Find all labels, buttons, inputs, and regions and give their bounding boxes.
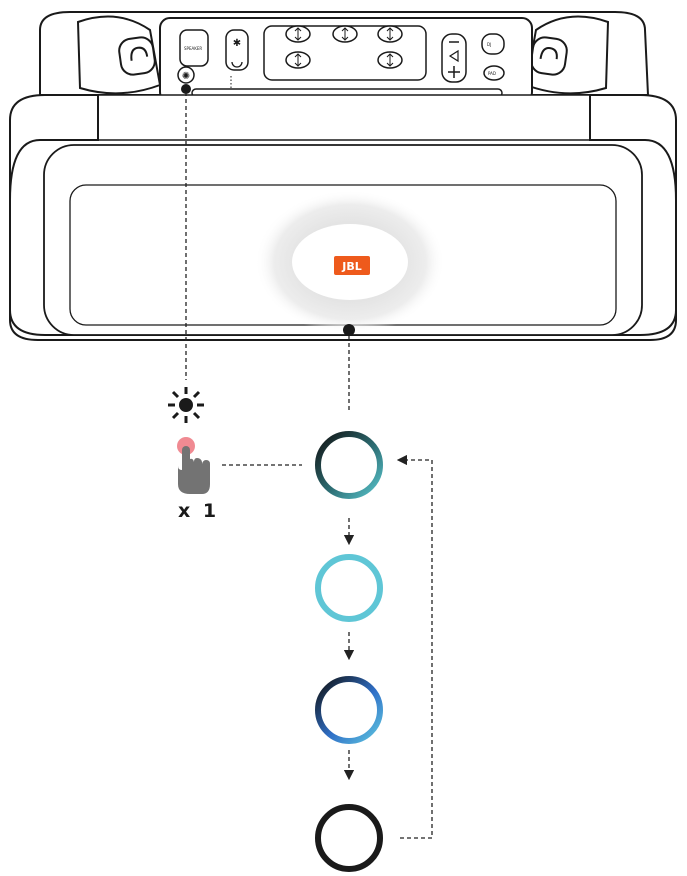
press-count-label: x 1	[178, 500, 220, 522]
pad-2[interactable]	[332, 25, 358, 43]
dj-button[interactable]	[481, 33, 505, 55]
pad-5[interactable]	[377, 51, 403, 69]
speaker-illustration: SPEAKER ✱ DJ PAD ✺	[9, 11, 677, 341]
pad-1[interactable]	[285, 25, 311, 43]
light-button[interactable]	[177, 66, 195, 84]
bluetooth-icon: ✱	[233, 38, 241, 49]
mode-ring-2	[315, 554, 383, 622]
dj-button-label: DJ	[487, 42, 491, 47]
jbl-logo: JBL	[334, 256, 370, 275]
jbl-logo-box	[334, 256, 370, 275]
light-mode-sequence	[315, 431, 383, 872]
dj-pads	[285, 25, 403, 69]
light-button-icon: ✺	[182, 71, 190, 82]
loop-arrow	[396, 454, 433, 839]
volume-plus-icon	[448, 66, 460, 78]
mode-ring-1	[315, 431, 383, 499]
jbl-logo-text: JBL	[341, 260, 362, 273]
finger-press-icon	[177, 437, 210, 494]
mode-ring-3	[315, 676, 383, 744]
play-pause-icon	[448, 49, 459, 63]
pad-button-label: PAD	[488, 71, 496, 76]
mode-ring-4	[315, 804, 383, 872]
speaker-mode-button[interactable]	[179, 29, 209, 67]
pad-4[interactable]	[285, 51, 311, 69]
speaker-button-label: SPEAKER	[184, 46, 202, 51]
pad-3[interactable]	[377, 25, 403, 43]
power-icon	[231, 61, 243, 68]
bluetooth-power-button[interactable]	[225, 29, 249, 71]
pad-button[interactable]	[483, 65, 505, 81]
connector-lines	[181, 84, 433, 839]
light-sun-icon	[168, 387, 204, 423]
light-ring-indicator	[343, 324, 355, 336]
